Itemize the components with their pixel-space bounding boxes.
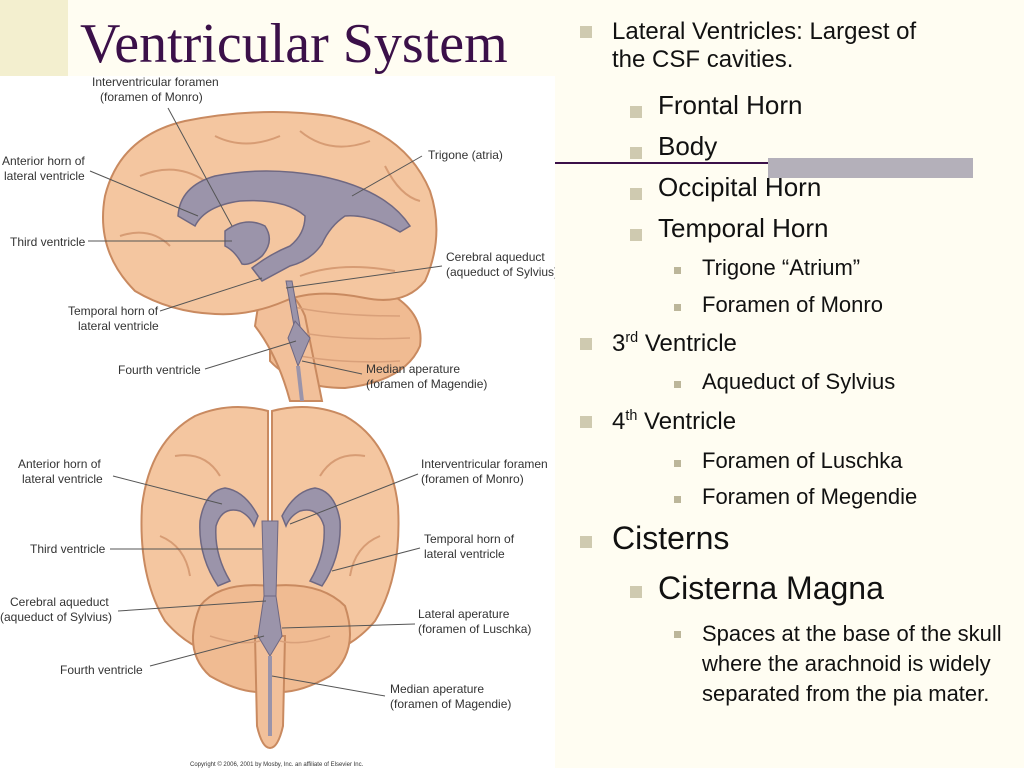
lateral-ventricle-sagittal xyxy=(177,170,412,282)
label-axial-anterior-horn: Anterior horn of xyxy=(18,457,101,471)
label-axial-lateral-aperature-sub: (foramen of Luschka) xyxy=(418,622,531,636)
bullet-text: 4th Ventricle xyxy=(612,408,736,436)
sagittal-leader-lines xyxy=(88,107,443,375)
label-trigone: Trigone (atria) xyxy=(428,148,503,162)
label-median-aperature: Median aperature xyxy=(366,362,460,376)
gyrus-line xyxy=(319,454,366,477)
label-temporal-horn: Temporal horn of xyxy=(68,304,159,318)
axial-ventricles xyxy=(199,487,341,736)
label-interventricular-foramen: Interventricular foramen xyxy=(92,76,219,89)
bullet-text: Cisterns xyxy=(612,520,730,556)
bullet-text: Frontal Horn xyxy=(658,90,803,120)
lateral-line-1: Lateral Ventricles: Largest of xyxy=(612,18,917,45)
bullet-text: Body xyxy=(658,131,718,161)
label-axial-interventricular-foramen-sub: (foramen of Monro) xyxy=(421,472,524,486)
gyrus-line xyxy=(299,266,396,277)
ordinal-number: 4 xyxy=(612,408,626,435)
gyrus-line xyxy=(349,535,381,577)
label-axial-cerebral-aqueduct-sub: (aqueduct of Sylvius) xyxy=(0,610,112,624)
bullet-text: Cisterna Magna xyxy=(658,570,884,606)
gyrus-line xyxy=(139,168,206,182)
gyrus-line xyxy=(384,165,421,202)
bullet-text: Occipital Horn xyxy=(658,172,822,202)
ventricle-word: Ventricle xyxy=(638,330,737,357)
divider-bar xyxy=(768,158,973,178)
ordinal-suffix: rd xyxy=(625,330,639,346)
bullet-text: 3rd Ventricle xyxy=(612,330,737,358)
label-anterior-horn: Anterior horn of xyxy=(2,154,85,168)
label-axial-temporal-horn: Temporal horn of xyxy=(424,532,515,546)
label-anterior-horn-sub: lateral ventricle xyxy=(4,169,85,183)
divider-line xyxy=(555,162,973,164)
brain-figure: Interventricular foramen (foramen of Mon… xyxy=(0,76,555,768)
label-axial-cerebral-aqueduct: Cerebral aqueduct xyxy=(10,595,109,609)
label-cerebral-aqueduct-sub: (aqueduct of Sylvius) xyxy=(446,265,555,279)
label-median-aperature-sub: (foramen of Magendie) xyxy=(366,377,487,391)
label-axial-median-aperature-sub: (foramen of Magendie) xyxy=(390,697,511,711)
label-axial-lateral-aperature: Lateral aperature xyxy=(418,607,510,621)
bullet-text: Temporal Horn xyxy=(658,213,829,243)
axial-leader-lines xyxy=(110,473,421,697)
third-ventricle-sagittal xyxy=(224,221,271,266)
gyrus-line xyxy=(299,130,371,148)
cerebellar-fold xyxy=(209,635,261,644)
sagittal-brain xyxy=(102,111,438,402)
label-axial-fourth-ventricle: Fourth ventricle xyxy=(60,663,143,677)
slide-title: Ventricular System xyxy=(80,13,508,75)
ordinal-suffix: th xyxy=(625,408,638,424)
label-axial-median-aperature: Median aperature xyxy=(390,682,484,696)
ordinal-number: 3 xyxy=(612,330,626,357)
sagittal-cerebrum xyxy=(102,111,438,316)
ventricle-illustration: Interventricular foramen (foramen of Mon… xyxy=(0,76,555,768)
label-axial-interventricular-foramen: Interventricular foramen xyxy=(421,457,548,471)
label-cerebral-aqueduct: Cerebral aqueduct xyxy=(446,250,545,264)
central-canal-axial xyxy=(268,656,272,736)
label-axial-temporal-horn-sub: lateral ventricle xyxy=(424,547,505,561)
bullet-text: Foramen of Monro xyxy=(702,292,883,317)
bullet-text: Spaces at the base of the skull where th… xyxy=(702,621,1002,706)
bullet-text: Foramen of Luschka xyxy=(702,448,903,473)
fourth-ventricle-axial xyxy=(257,595,283,657)
gyrus-line xyxy=(119,231,171,247)
left-lateral-ventricle-axial xyxy=(199,487,259,587)
label-axial-anterior-horn-sub: lateral ventricle xyxy=(22,472,103,486)
right-lateral-ventricle-axial xyxy=(281,487,341,587)
third-ventricle-axial xyxy=(261,520,279,597)
bullet-text: Aqueduct of Sylvius xyxy=(702,369,896,394)
cerebellar-fold xyxy=(279,635,331,644)
label-interventricular-foramen-sub: (foramen of Monro) xyxy=(100,90,203,104)
gyrus-line xyxy=(214,135,281,145)
gyrus-line xyxy=(174,454,221,477)
gyrus-line xyxy=(159,535,191,577)
corner-decoration xyxy=(0,0,68,76)
label-axial-third-ventricle: Third ventricle xyxy=(30,542,106,556)
lateral-line-2: the CSF cavities. xyxy=(612,46,794,73)
bullet-text: Trigone “Atrium” xyxy=(702,255,861,280)
copyright-notice: Copyright © 2006, 2001 by Mosby, Inc. an… xyxy=(190,761,364,768)
label-temporal-horn-sub: lateral ventricle xyxy=(78,319,159,333)
sagittal-ventricles xyxy=(177,170,412,401)
bullet-text: Foramen of Megendie xyxy=(702,484,918,509)
label-third-ventricle: Third ventricle xyxy=(10,235,86,249)
ventricle-word: Ventricle xyxy=(637,408,737,435)
label-fourth-ventricle: Fourth ventricle xyxy=(118,363,201,377)
cerebellar-fold xyxy=(289,305,401,317)
cerebellar-fold xyxy=(299,355,401,363)
central-canal-sagittal xyxy=(296,366,304,401)
